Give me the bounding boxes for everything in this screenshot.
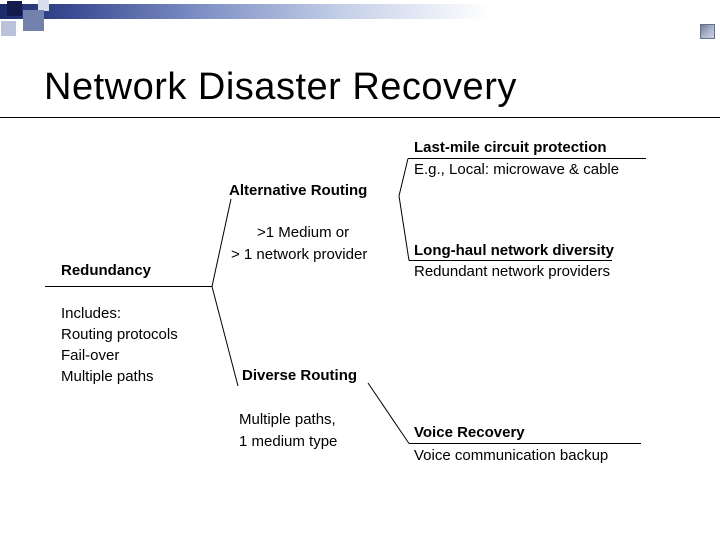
- alt-routing-upper-branch: [398, 158, 409, 197]
- includes-line: Includes:: [61, 305, 122, 322]
- alt-routing-lower-branch: [398, 195, 410, 261]
- decorative-square-top-right: [700, 24, 715, 39]
- voice-recovery-subtitle: Voice communication backup: [414, 447, 609, 464]
- includes-line: Multiple paths: [61, 368, 154, 385]
- diverse-routing-label: Diverse Routing: [242, 367, 358, 384]
- decorative-square-pale: [38, 0, 49, 11]
- slide-title: Network Disaster Recovery: [44, 66, 517, 108]
- long-haul-heading: Long-haul network diversity: [414, 242, 615, 259]
- diverse-routing-detail2: 1 medium type: [239, 433, 338, 450]
- includes-line: Routing protocols: [61, 326, 178, 343]
- decorative-square-dark: [7, 1, 22, 16]
- alternative-routing-label: Alternative Routing: [229, 182, 368, 199]
- last-mile-subtitle: E.g., Local: microwave & cable: [414, 161, 620, 178]
- redundancy-upper-branch: [211, 198, 232, 287]
- redundancy-label: Redundancy: [61, 262, 152, 279]
- last-mile-heading: Last-mile circuit protection: [414, 139, 607, 156]
- long-haul-subtitle: Redundant network providers: [414, 263, 610, 280]
- voice-recovery-heading: Voice Recovery: [414, 424, 525, 441]
- includes-line: Fail-over: [61, 347, 120, 364]
- diverse-routing-branch: [367, 382, 410, 444]
- top-gradient-bar: [0, 4, 720, 19]
- decorative-square-light: [1, 21, 16, 36]
- redundancy-includes-list: Includes: Routing protocols Fail-over Mu…: [61, 303, 178, 387]
- alternative-routing-detail2: > 1 network provider: [231, 246, 368, 263]
- diverse-routing-detail1: Multiple paths,: [239, 411, 336, 428]
- alternative-routing-detail1: >1 Medium or: [257, 224, 350, 241]
- redundancy-lower-branch: [211, 286, 239, 387]
- decorative-square-mid: [23, 10, 44, 31]
